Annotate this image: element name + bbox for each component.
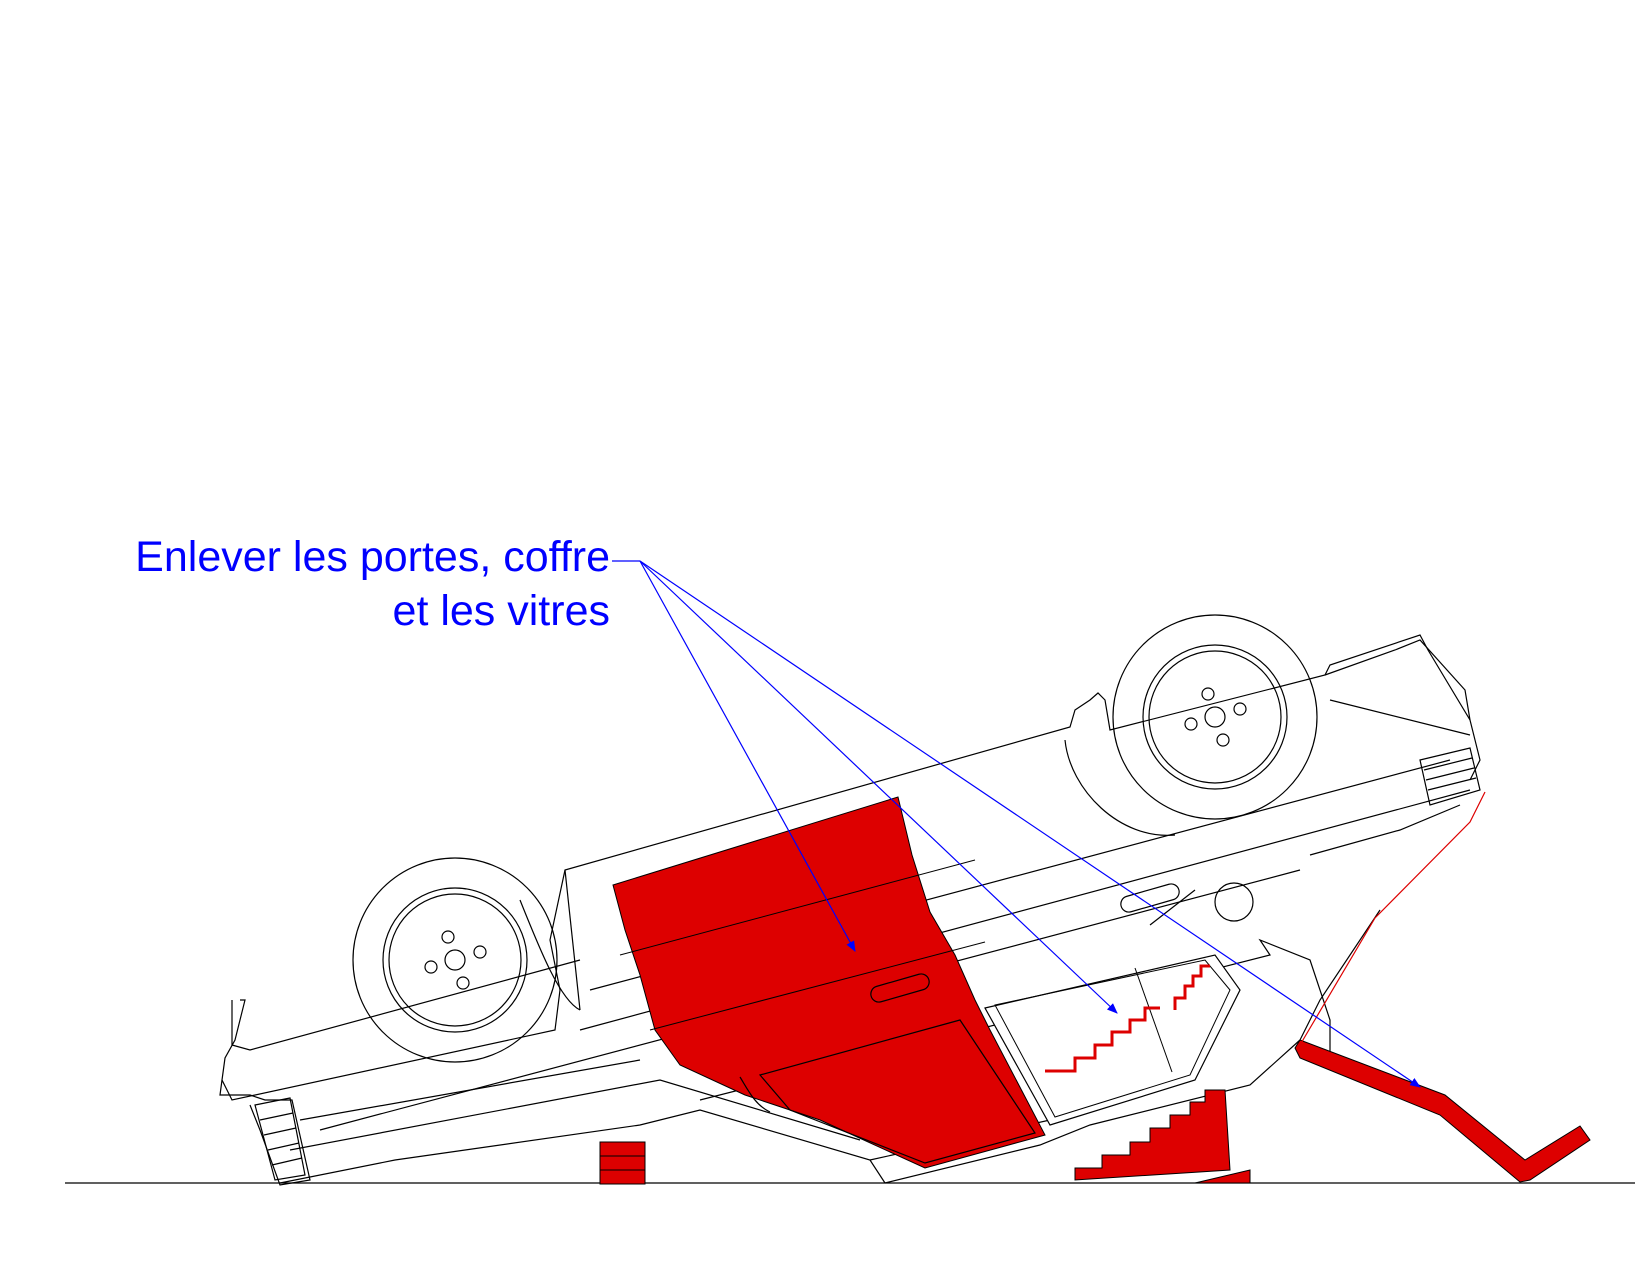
step-chock — [1074, 1089, 1231, 1181]
front-wheel — [1112, 614, 1318, 820]
instruction-label: Enlever les portes, coffre et les vitres — [135, 530, 610, 638]
door-handle — [870, 973, 930, 1003]
leader-lines — [612, 560, 1421, 1088]
removed-parts — [599, 791, 1591, 1185]
door-window-frame — [758, 1019, 1036, 1164]
trunk-lid — [1294, 1039, 1591, 1183]
instruction-line-1: Enlever les portes, coffre — [135, 533, 610, 581]
step-chock-wedge — [1194, 1169, 1251, 1184]
glass-break-mark — [1045, 1006, 1160, 1073]
trunk-outline — [1299, 791, 1486, 1046]
rear-wheel — [352, 857, 558, 1063]
glass-break-mark — [1173, 964, 1210, 1010]
instruction-line-2: et les vitres — [392, 587, 610, 635]
wheel-block — [599, 1141, 646, 1185]
